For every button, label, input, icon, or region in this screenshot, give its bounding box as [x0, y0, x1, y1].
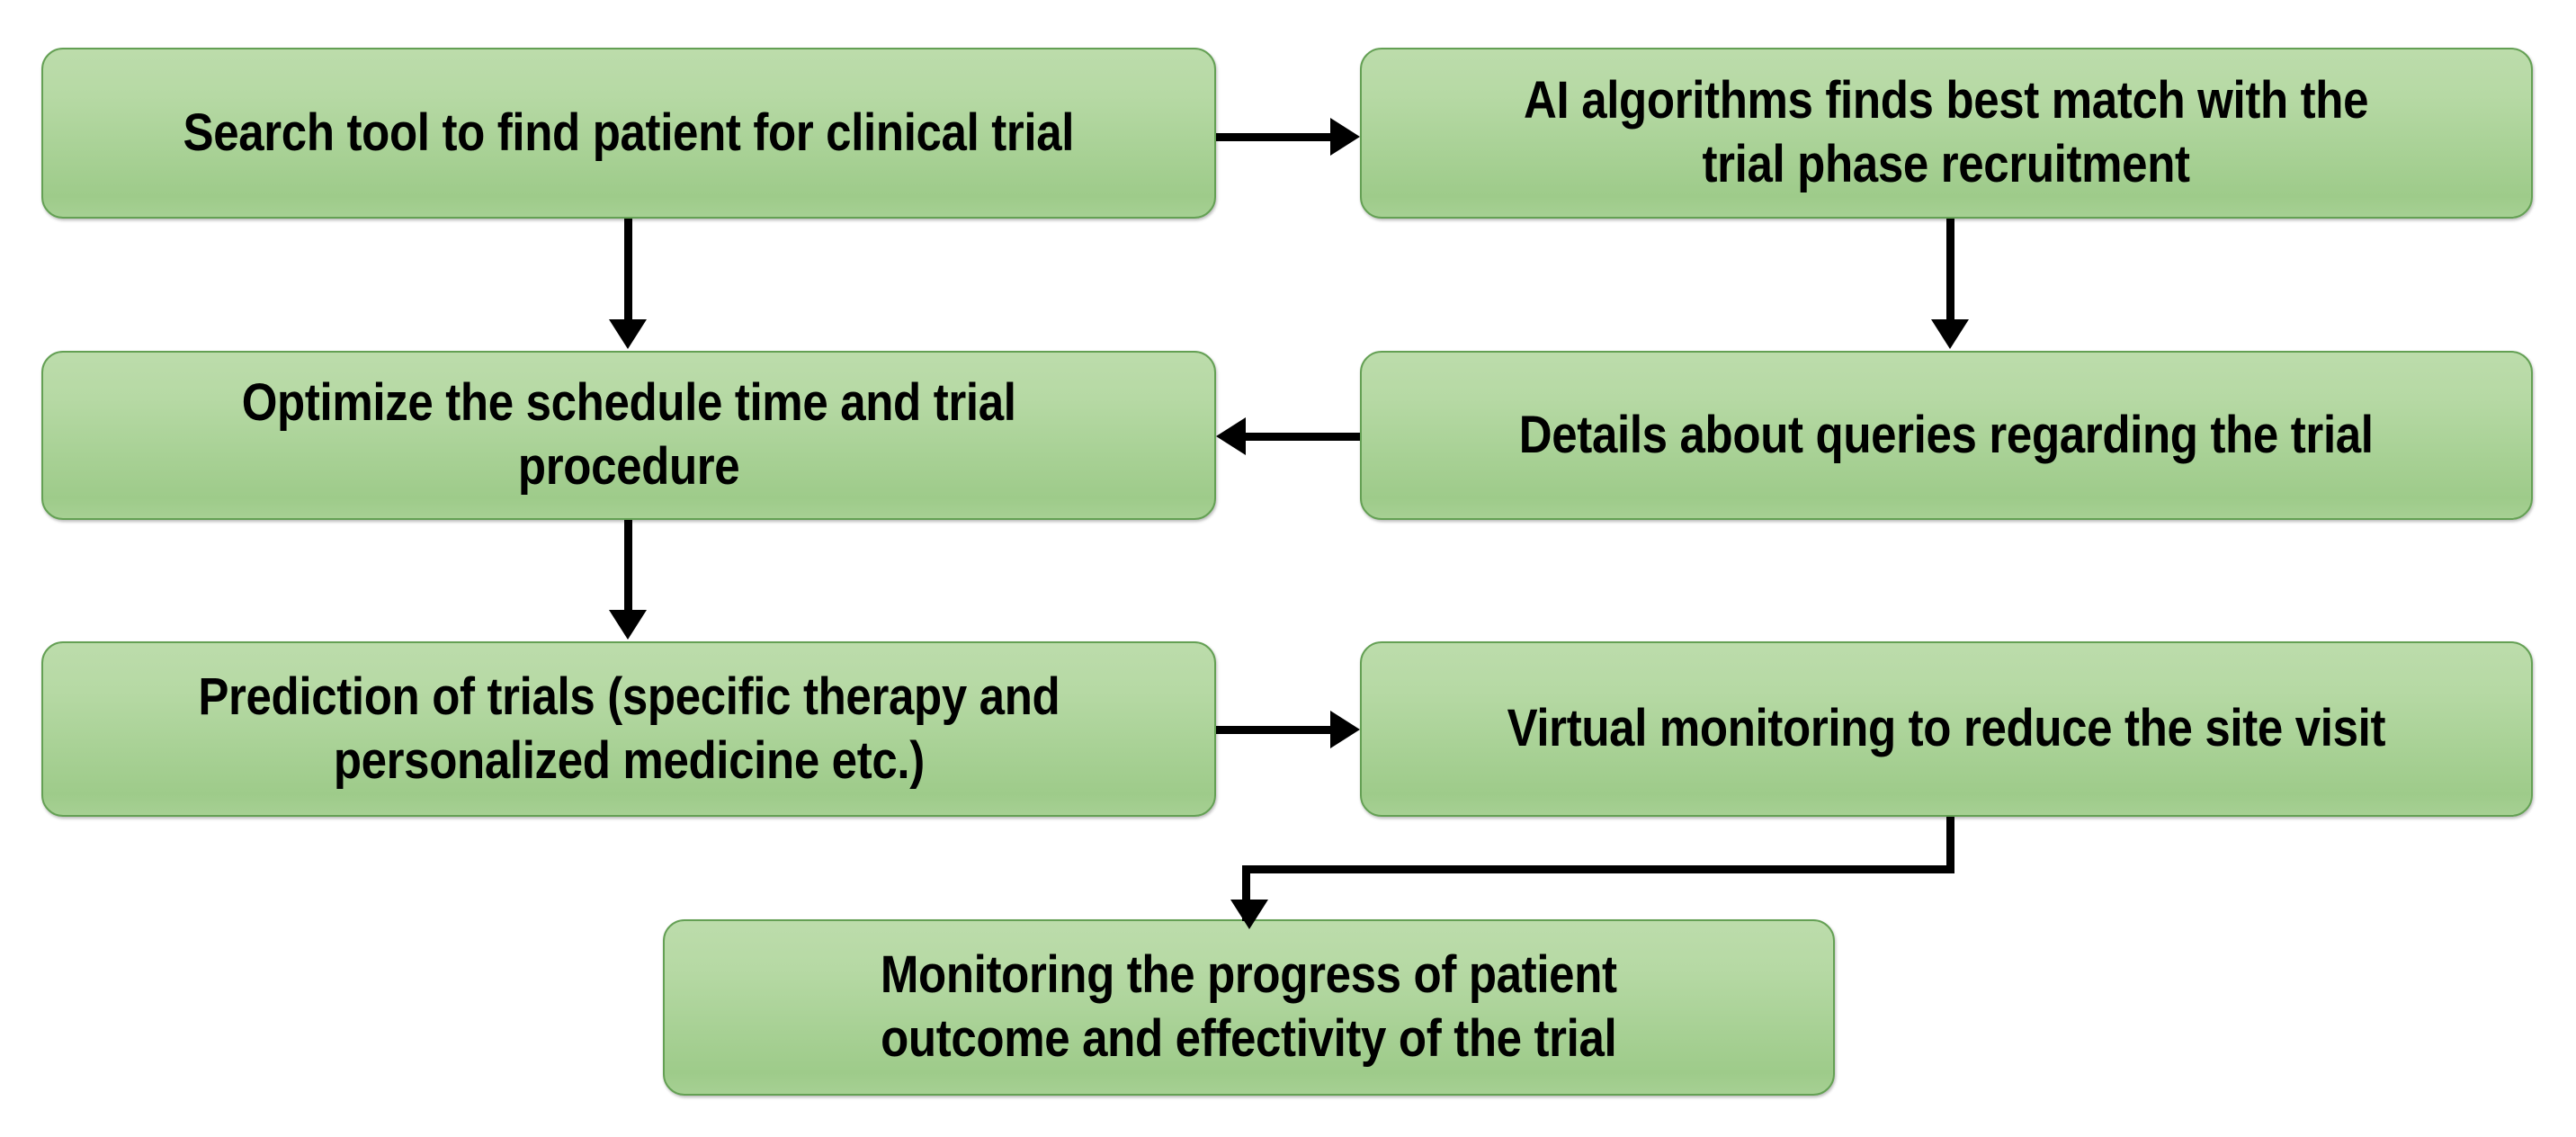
node-prediction-trials[interactable]: Prediction of trials (specific therapy a…: [41, 641, 1216, 817]
edge-virtual-monitoring-to-monitoring-progress-segment-down2: [1242, 865, 1250, 921]
arrowhead-search-tool-to-ai-algorithms: [1330, 118, 1360, 156]
node-search-tool[interactable]: Search tool to find patient for clinical…: [41, 48, 1216, 219]
node-label-prediction-trials: Prediction of trials (specific therapy a…: [197, 667, 1060, 790]
arrowhead-ai-algorithms-to-details-queries: [1931, 319, 1969, 349]
edge-optimize-schedule-to-prediction-trials: [624, 520, 632, 613]
arrowhead-prediction-trials-to-virtual-monitoring: [1330, 711, 1360, 748]
arrowhead-optimize-schedule-to-prediction-trials: [609, 610, 647, 640]
edge-prediction-trials-to-virtual-monitoring: [1216, 726, 1333, 734]
edge-search-tool-to-optimize-schedule: [624, 219, 632, 322]
node-label-virtual-monitoring: Virtual monitoring to reduce the site vi…: [1507, 699, 2386, 758]
node-label-optimize-schedule: Optimize the schedule time and trial pro…: [241, 373, 1016, 496]
arrowhead-virtual-monitoring-to-monitoring-progress: [1230, 900, 1268, 929]
node-virtual-monitoring[interactable]: Virtual monitoring to reduce the site vi…: [1360, 641, 2533, 817]
edge-virtual-monitoring-to-monitoring-progress-segment-down: [1946, 817, 1954, 873]
edge-search-tool-to-ai-algorithms: [1216, 133, 1333, 141]
edge-details-queries-to-optimize-schedule: [1246, 433, 1360, 441]
node-details-queries[interactable]: Details about queries regarding the tria…: [1360, 351, 2533, 520]
arrowhead-search-tool-to-optimize-schedule: [609, 319, 647, 349]
node-monitoring-progress[interactable]: Monitoring the progress of patient outco…: [663, 919, 1835, 1096]
edge-virtual-monitoring-to-monitoring-progress-segment-left: [1242, 865, 1954, 873]
arrowhead-details-queries-to-optimize-schedule: [1216, 417, 1246, 455]
node-label-ai-algorithms: AI algorithms finds best match with the …: [1524, 71, 2369, 193]
node-ai-algorithms[interactable]: AI algorithms finds best match with the …: [1360, 48, 2533, 219]
node-label-details-queries: Details about queries regarding the tria…: [1519, 405, 2374, 464]
node-label-search-tool: Search tool to find patient for clinical…: [183, 103, 1075, 162]
node-label-monitoring-progress: Monitoring the progress of patient outco…: [881, 945, 1617, 1068]
edge-ai-algorithms-to-details-queries: [1946, 219, 1954, 322]
node-optimize-schedule[interactable]: Optimize the schedule time and trial pro…: [41, 351, 1216, 520]
